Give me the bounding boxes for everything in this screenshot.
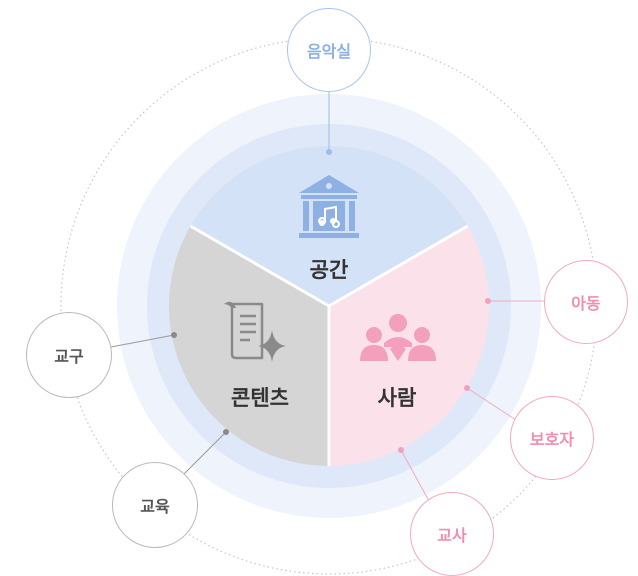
segment-label-space: 공간 — [309, 258, 349, 282]
segment-contents — [168, 226, 329, 467]
connector-dot-guardian — [464, 385, 470, 391]
callout-teacher: 교사 — [410, 492, 494, 576]
connector-dot-music-room — [326, 149, 332, 155]
divider-line — [189, 224, 330, 308]
connector-education — [181, 431, 227, 477]
connector-teaching-tools — [110, 334, 175, 348]
music-building-icon — [299, 175, 359, 238]
divider-line — [328, 224, 469, 308]
scroll-document-sparkle-icon — [224, 301, 286, 362]
connector-guardian — [466, 387, 520, 423]
connector-dot-teacher — [398, 447, 404, 453]
callout-teaching-tools: 교구 — [26, 312, 112, 398]
callout-music-room: 음악실 — [287, 8, 371, 92]
connector-dot-child — [485, 298, 491, 304]
group-people-icon — [360, 314, 436, 361]
segment-label-people: 사람 — [377, 386, 417, 410]
segment-label-contents: 콘텐츠 — [231, 386, 289, 410]
callout-guardian: 보호자 — [510, 396, 594, 480]
connector-dot-teaching-tools — [171, 332, 177, 338]
callout-education: 교육 — [112, 462, 198, 548]
connector-dot-education — [223, 429, 229, 435]
callout-child: 아동 — [544, 260, 628, 344]
